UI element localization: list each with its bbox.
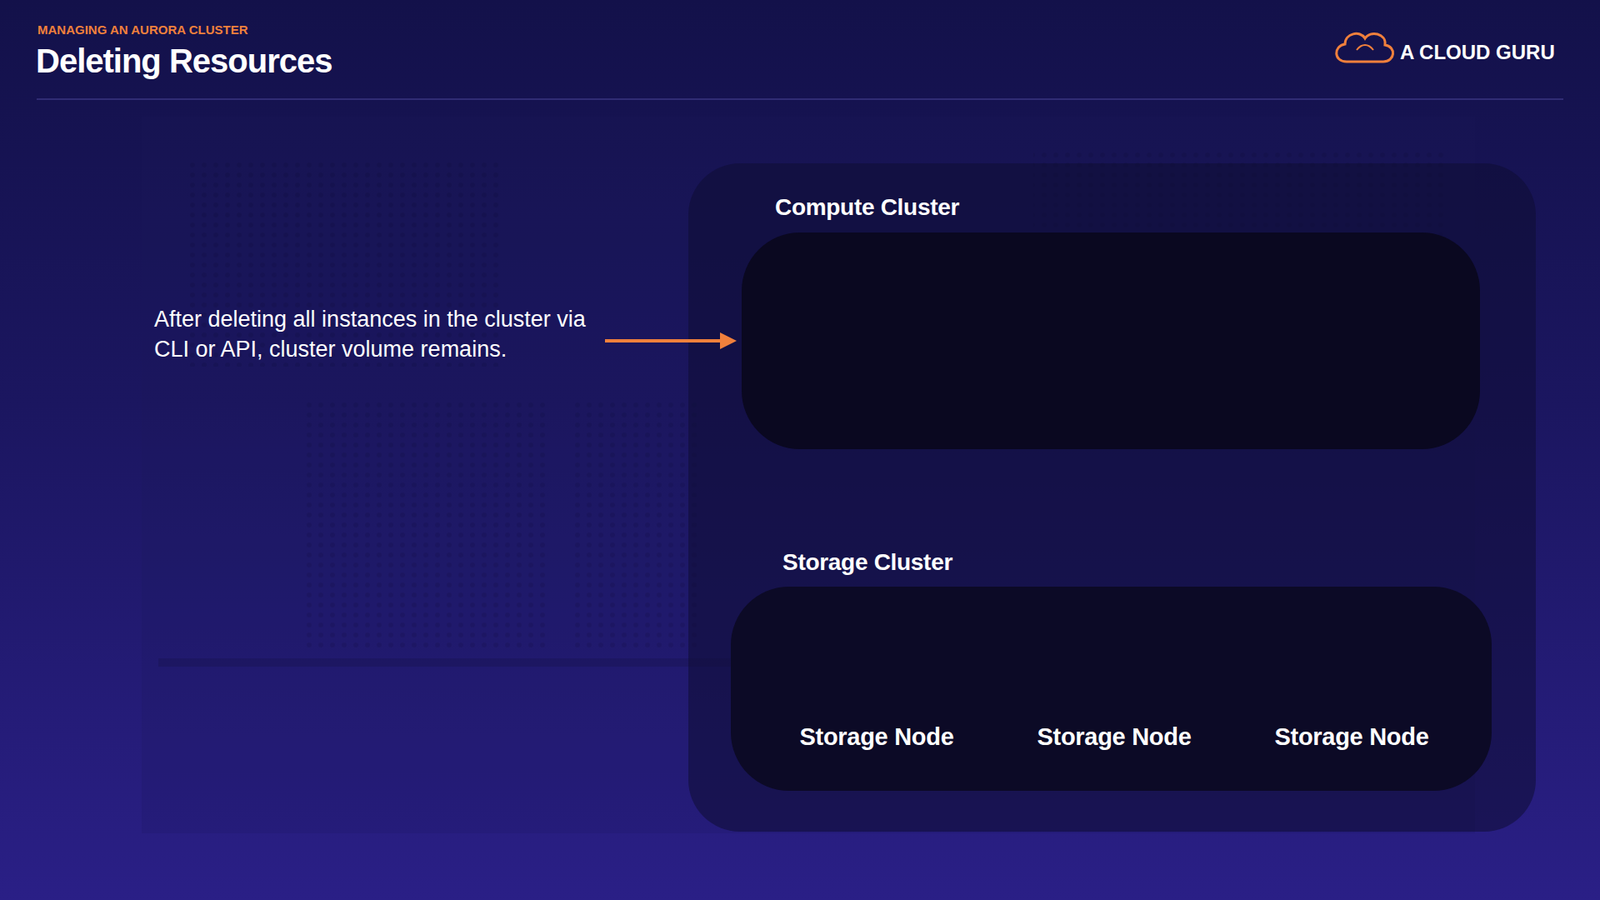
note-text: After deleting all instances in the clus…	[154, 305, 588, 365]
cluster-heading: Storage Cluster	[782, 549, 953, 576]
logo-text: A CLOUD GURU	[1400, 39, 1555, 66]
storage-cluster-box: Storage NodeStorage NodeStorage NodeStor…	[730, 586, 1492, 791]
node-label: Storage Node	[768, 723, 985, 751]
storage-node: Storage Node	[1243, 721, 1460, 753]
section-label: MANAGING AN AURORA CLUSTER	[37, 21, 249, 39]
logo-cloud	[1336, 33, 1394, 62]
pointer-arrow	[605, 339, 734, 343]
compute-cluster-box: Compute Cluster	[741, 232, 1480, 450]
node-label: Storage Node	[1005, 723, 1223, 751]
storage-node: Storage Node	[1005, 721, 1223, 753]
storage-node: Storage Node	[768, 721, 985, 753]
header-rule	[36, 98, 1564, 100]
cluster-heading: Compute Cluster	[775, 194, 960, 221]
outer-panel	[688, 163, 1536, 832]
node-label: Storage Node	[1243, 723, 1460, 751]
slide-title: Deleting Resources	[35, 42, 332, 80]
